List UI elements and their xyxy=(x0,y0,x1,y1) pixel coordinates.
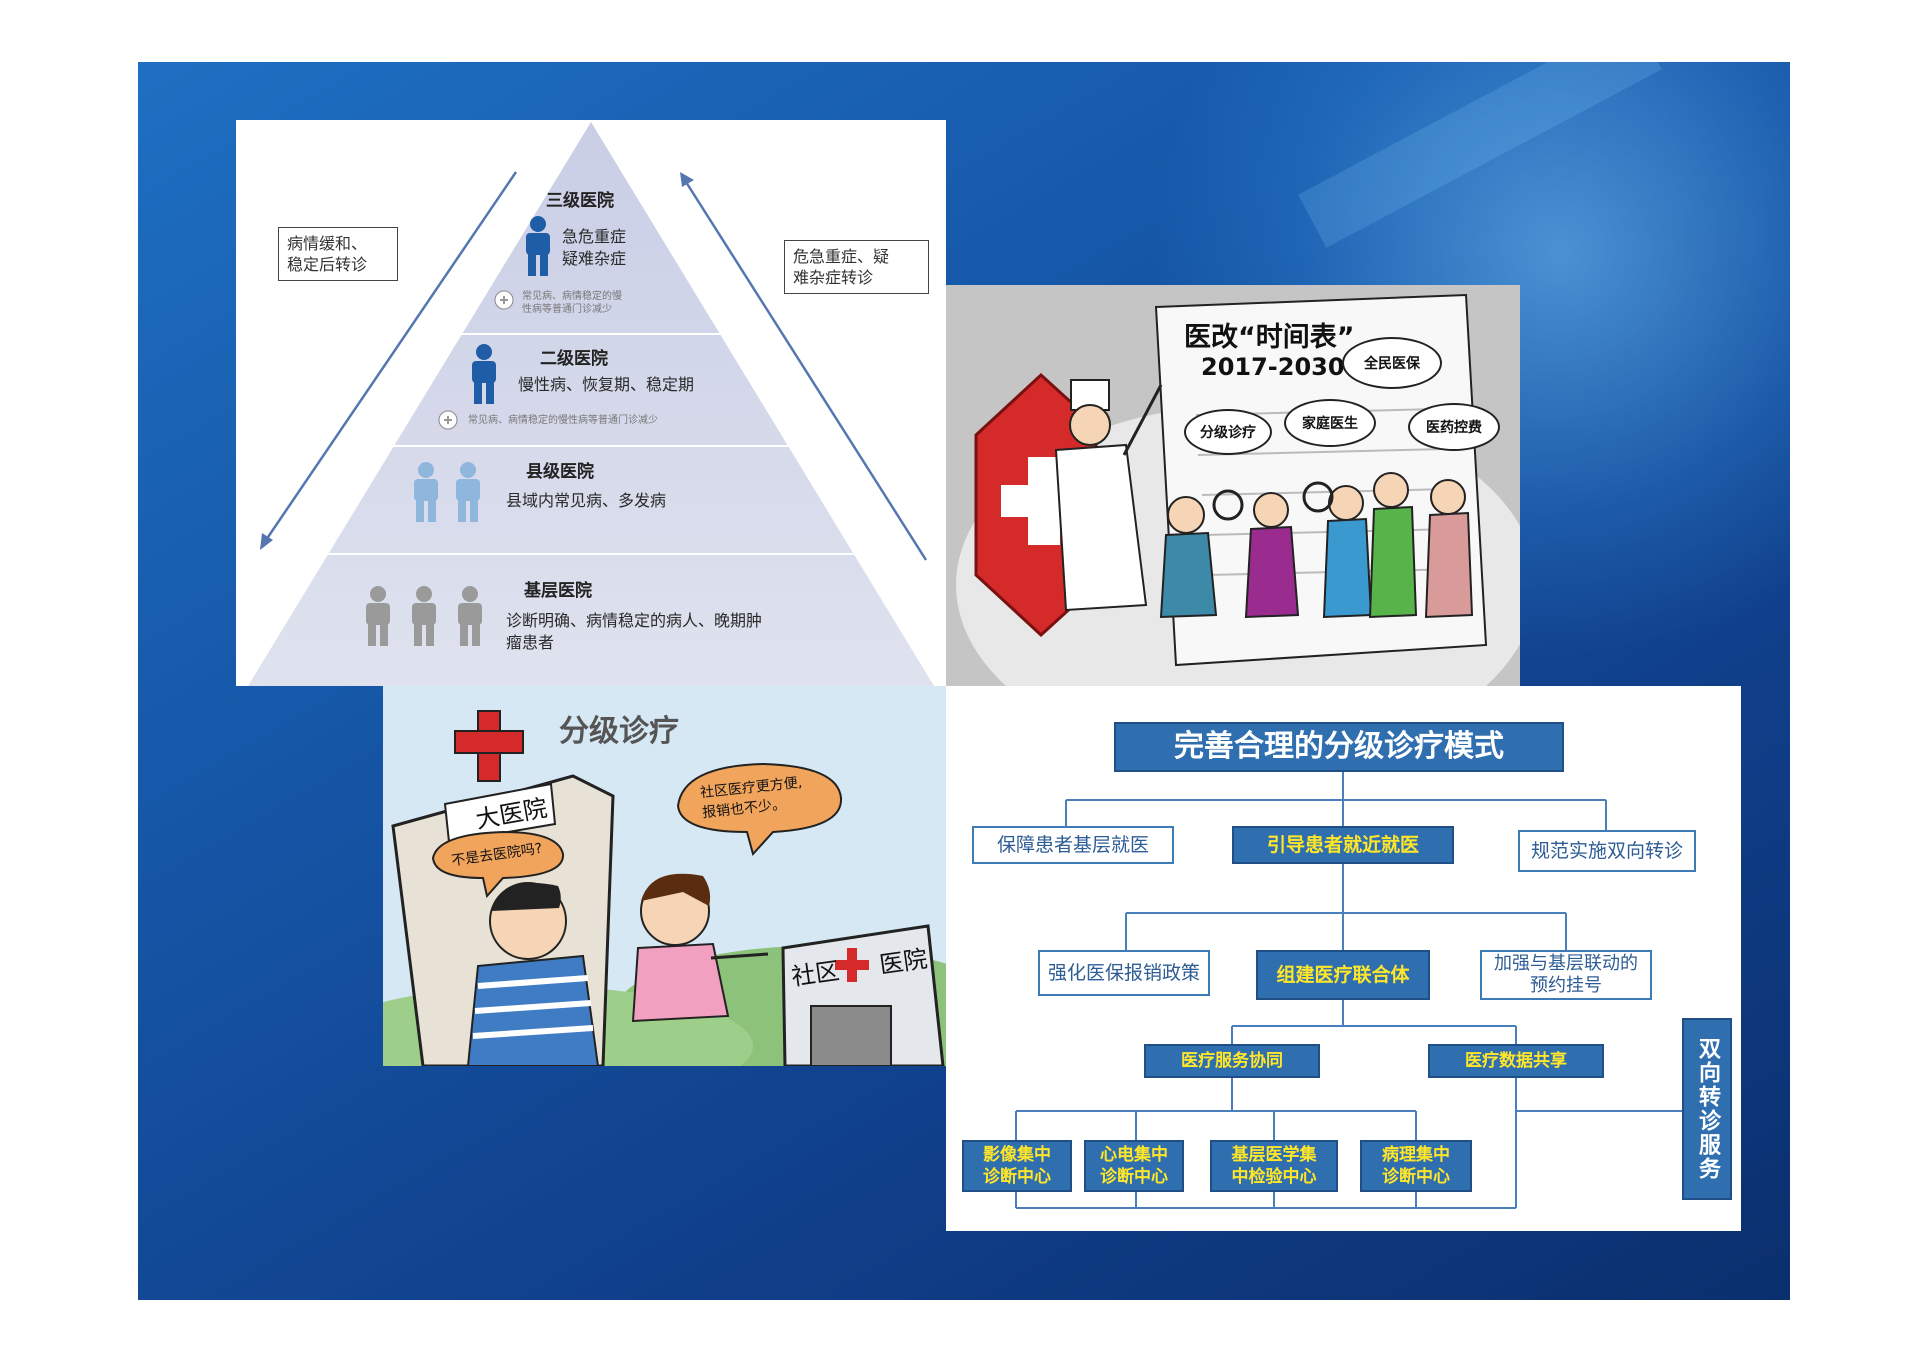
plus-icon-tier1 xyxy=(494,290,514,310)
person-icon-tier2 xyxy=(472,344,496,404)
hospital-tier-pyramid: 病情缓和、 稳定后转诊 危急重症、疑 难杂症转诊 三级医院 急危重症 疑难杂症 … xyxy=(236,120,946,686)
tier2-desc: 慢性病、恢复期、稳定期 xyxy=(518,375,695,394)
model-leaf-lab-center: 基层医学集 中检验中心 xyxy=(1210,1140,1338,1192)
doctor-figure xyxy=(1054,379,1163,612)
model-side-two-way-referral-service: 双向转诊服务 xyxy=(1682,1018,1732,1200)
model-node-two-way-referral: 规范实施双向转诊 xyxy=(1518,830,1696,872)
tier4-desc: 诊断明确、病情稳定的病人、晚期肿 瘤患者 xyxy=(506,611,763,652)
crowd-figures xyxy=(1159,472,1474,619)
community-hospital-sign-left: 社区 xyxy=(789,956,842,992)
tier3-title: 县级医院 xyxy=(526,462,594,482)
model-node-medical-alliance: 组建医疗联合体 xyxy=(1256,950,1430,1000)
model-node-service-coordination: 医疗服务协同 xyxy=(1144,1044,1320,1078)
person-icon-tier4 xyxy=(366,586,482,646)
tier2-note: 常见病、病情稳定的慢性病等普通门诊减少 xyxy=(468,415,658,426)
bubble-drug-cost-control: 医药控费 xyxy=(1408,403,1500,451)
bubble-family-doctor: 家庭医生 xyxy=(1284,399,1376,447)
model-leaf-pathology-center: 病理集中 诊断中心 xyxy=(1360,1140,1472,1192)
model-connectors xyxy=(1015,772,1682,1209)
reform-timetable-cartoon: 医改“时间表” 2017-2030 全民医保 分级诊疗 家庭医生 医药控费 xyxy=(946,285,1520,687)
bubble-universal-insurance: 全民医保 xyxy=(1342,337,1442,389)
tier1-note: 常见病、病情稳定的慢 性病等普通门诊减少 xyxy=(522,291,622,315)
tier1-desc: 急危重症 疑难杂症 xyxy=(562,227,627,268)
downward-referral-label: 病情缓和、 稳定后转诊 xyxy=(278,227,398,281)
right-arrow-line xyxy=(684,181,928,561)
cartoon-title: 分级诊疗 xyxy=(559,714,679,749)
model-leaf-ecg-center: 心电集中 诊断中心 xyxy=(1084,1140,1184,1192)
boy-speech-bubble xyxy=(431,830,565,899)
model-leaf-imaging-center: 影像集中 诊断中心 xyxy=(962,1140,1072,1192)
model-title: 完善合理的分级诊疗模式 xyxy=(1114,722,1564,772)
pyramid-shape xyxy=(248,122,934,686)
tier2-title: 二级医院 xyxy=(540,349,608,369)
cartoon-illustration xyxy=(383,686,946,1066)
community-hospital-sign-right: 医院 xyxy=(877,944,930,980)
model-node-data-sharing: 医疗数据共享 xyxy=(1428,1044,1604,1078)
girl-speech-bubble xyxy=(676,762,843,857)
bubble-tiered-care: 分级诊疗 xyxy=(1184,409,1272,455)
timetable-title: 医改“时间表” xyxy=(1184,322,1355,353)
timetable-years: 2017-2030 xyxy=(1201,353,1345,381)
community-hospital-building xyxy=(781,924,945,1066)
model-node-basic-care: 保障患者基层就医 xyxy=(972,826,1174,864)
model-node-nearby-care: 引导患者就近就医 xyxy=(1232,826,1454,864)
girl-figure xyxy=(631,873,769,1023)
left-arrow-head xyxy=(260,533,273,550)
person-icon-tier1 xyxy=(526,216,550,276)
model-node-insurance-policy: 强化医保报销政策 xyxy=(1038,950,1210,996)
model-node-appointment: 加强与基层联动的 预约挂号 xyxy=(1480,950,1652,1000)
tier4-title: 基层医院 xyxy=(524,581,592,601)
pyramid-graphic xyxy=(248,122,934,686)
right-arrow-head xyxy=(680,172,694,187)
tier3-desc: 县域内常见病、多发病 xyxy=(506,491,667,510)
tier1-title: 三级医院 xyxy=(546,191,614,211)
person-icon-tier3 xyxy=(414,462,480,522)
tiered-care-model-chart: 完善合理的分级诊疗模式 保障患者基层就医 引导患者就近就医 规范实施双向转诊 强… xyxy=(946,686,1741,1231)
boy-figure xyxy=(466,882,600,1066)
upward-referral-label: 危急重症、疑 难杂症转诊 xyxy=(784,240,929,294)
tiered-care-cartoon: 分级诊疗 大医院 不是去医院吗? 社区医疗更方便, 报销也不少。 社区 医院 xyxy=(383,686,946,1066)
plus-icon-tier2 xyxy=(438,410,458,430)
left-arrow-line xyxy=(264,171,518,541)
